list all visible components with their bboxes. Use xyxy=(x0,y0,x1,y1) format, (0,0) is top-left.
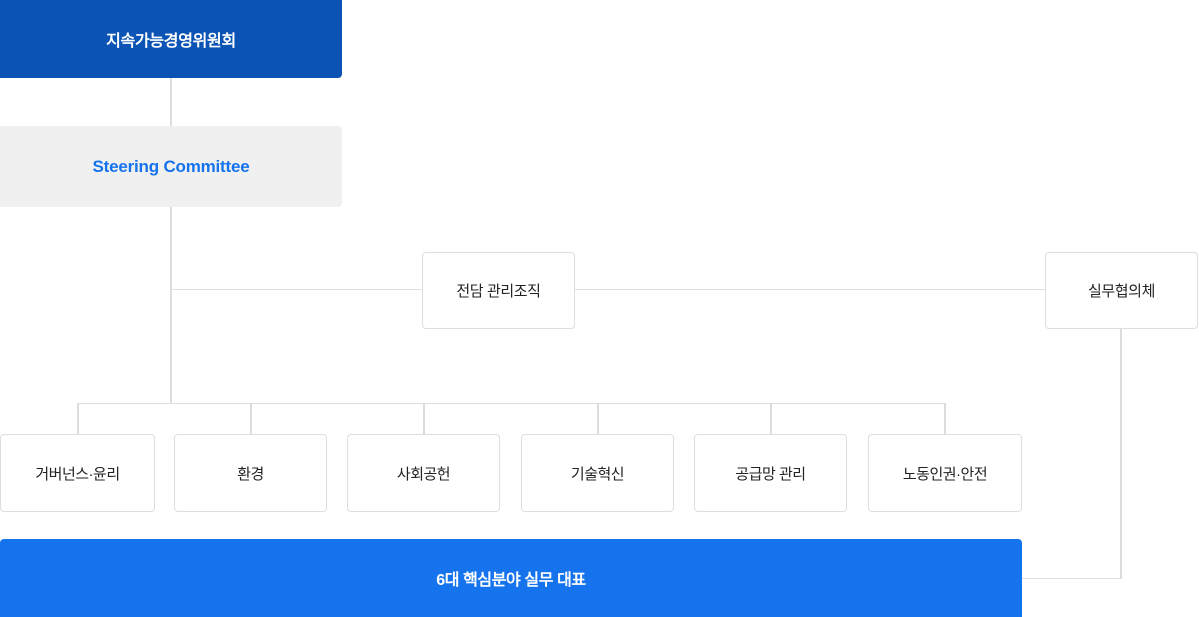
node-six-core-field-representatives[interactable]: 6대 핵심분야 실무 대표 xyxy=(0,539,1022,617)
node-field-environment[interactable]: 환경 xyxy=(174,434,327,512)
node-working-council[interactable]: 실무협의체 xyxy=(1045,252,1198,329)
connector-mid-row-left xyxy=(171,289,423,290)
node-field-label: 거버넌스·윤리 xyxy=(35,465,120,483)
node-field-label: 환경 xyxy=(237,465,264,483)
node-six-core-field-representatives-label: 6대 핵심분야 실무 대표 xyxy=(436,572,586,589)
field-drop-4 xyxy=(597,403,599,434)
field-drop-1 xyxy=(77,403,79,434)
trunk-line-mid xyxy=(170,207,172,404)
node-field-label: 기술혁신 xyxy=(570,465,625,483)
trunk-line-top xyxy=(170,78,172,126)
council-to-bottom-bar-line xyxy=(1021,578,1122,579)
field-bus-line xyxy=(77,403,946,404)
node-sustainability-committee-label: 지속가능경영위원회 xyxy=(106,33,236,50)
node-field-label: 공급망 관리 xyxy=(735,465,806,483)
node-dedicated-management-org[interactable]: 전담 관리조직 xyxy=(422,252,575,329)
node-field-technology-innovation[interactable]: 기술혁신 xyxy=(521,434,674,512)
node-field-labor-rights-safety[interactable]: 노동인권·안전 xyxy=(868,434,1022,512)
node-dedicated-management-org-label: 전담 관리조직 xyxy=(456,283,541,300)
connector-mid-row-right xyxy=(574,289,1046,290)
node-field-governance-ethics[interactable]: 거버넌스·윤리 xyxy=(0,434,155,512)
field-drop-6 xyxy=(944,403,946,434)
field-drop-5 xyxy=(770,403,772,434)
field-drop-3 xyxy=(423,403,425,434)
node-steering-committee-label: Steering Committee xyxy=(92,156,250,176)
council-drop-line xyxy=(1120,329,1122,578)
node-steering-committee[interactable]: Steering Committee xyxy=(0,126,342,207)
node-field-label: 노동인권·안전 xyxy=(902,465,988,483)
field-drop-2 xyxy=(250,403,252,434)
node-field-label: 사회공헌 xyxy=(396,465,451,483)
node-sustainability-committee[interactable]: 지속가능경영위원회 xyxy=(0,0,342,78)
node-working-council-label: 실무협의체 xyxy=(1087,283,1155,300)
node-field-supply-chain-management[interactable]: 공급망 관리 xyxy=(694,434,847,512)
node-field-social-contribution[interactable]: 사회공헌 xyxy=(347,434,500,512)
